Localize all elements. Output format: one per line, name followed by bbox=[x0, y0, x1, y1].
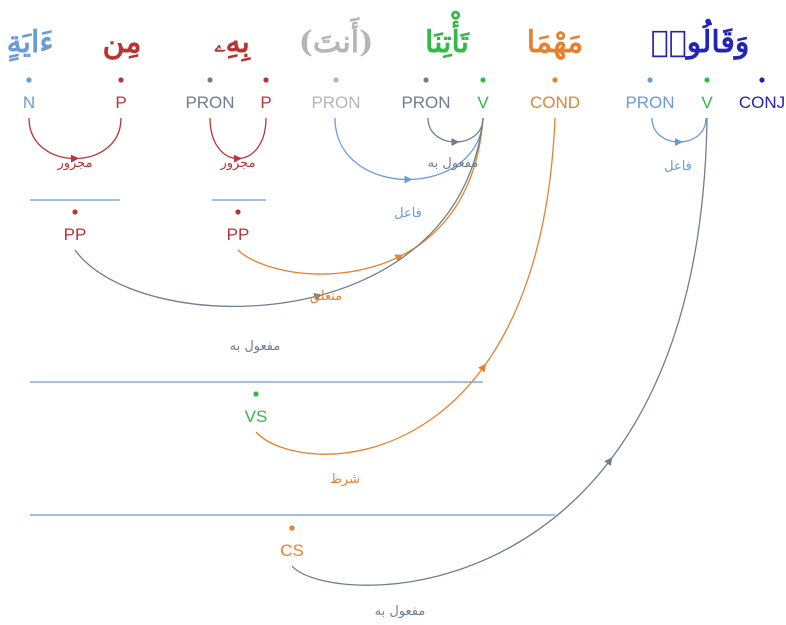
pos-tag-conj: CONJ bbox=[739, 93, 785, 112]
relation-label: مجرور bbox=[56, 156, 92, 171]
node-dot bbox=[118, 77, 124, 83]
node-dot bbox=[207, 77, 213, 83]
relation-label: شرط bbox=[330, 472, 360, 487]
word-3: تَأْتِنَا bbox=[425, 10, 471, 60]
word-2: مَهْمَا bbox=[527, 25, 583, 60]
relation-labels: فاعل مفعول به فاعل مجرور مجرور متعلق مفعول به ش… bbox=[56, 156, 691, 619]
relation-arc bbox=[255, 117, 556, 455]
pos-tag-v: V bbox=[477, 93, 489, 112]
word-6: مِن bbox=[103, 25, 142, 60]
word-4: (أَنتَ) bbox=[299, 17, 374, 60]
tag-row: CONJ V PRON COND V PRON PRON P PRON P N bbox=[23, 77, 785, 112]
relation-arc bbox=[74, 117, 484, 308]
node-dot bbox=[552, 77, 558, 83]
phrase-dot bbox=[253, 391, 259, 397]
arrow-head-icon bbox=[478, 363, 487, 373]
pos-tag-p: P bbox=[260, 93, 271, 112]
phrase-tag-pp: PP bbox=[227, 225, 250, 244]
relation-arc bbox=[427, 117, 484, 143]
pos-tag-cond: COND bbox=[530, 93, 580, 112]
relation-arc bbox=[28, 117, 122, 159]
pos-tag-v: V bbox=[701, 93, 713, 112]
phrase-tag-cs: CS bbox=[280, 541, 304, 560]
word-5: بِهِۦ bbox=[214, 25, 251, 62]
relation-label: مفعول به bbox=[428, 156, 479, 171]
relation-arc bbox=[651, 117, 707, 143]
arrow-head-icon bbox=[233, 154, 242, 163]
relation-arc bbox=[291, 117, 708, 586]
word-row: وَقَالُوا۟ مَهْمَا تَأْتِنَا (أَنتَ) بِهِۦ مِ… bbox=[7, 10, 750, 62]
node-dot bbox=[704, 77, 710, 83]
relation-arcs bbox=[28, 117, 708, 586]
phrase-dot bbox=[289, 525, 295, 531]
node-dot bbox=[333, 77, 339, 83]
relation-label: فاعل bbox=[664, 159, 692, 174]
relation-label: مفعول به bbox=[375, 604, 426, 619]
pos-tag-pron: PRON bbox=[625, 93, 674, 112]
arrow-head-icon bbox=[394, 254, 404, 262]
node-dot bbox=[480, 77, 486, 83]
pos-tag-pron: PRON bbox=[185, 93, 234, 112]
relation-label: مفعول به bbox=[230, 339, 281, 354]
node-dot bbox=[423, 77, 429, 83]
arrow-head-icon bbox=[70, 154, 79, 163]
arrow-head-icon bbox=[313, 292, 323, 301]
node-dot bbox=[263, 77, 269, 83]
phrase-dot bbox=[235, 209, 241, 215]
phrase-dot bbox=[72, 209, 78, 215]
relation-label: متعلق bbox=[310, 289, 342, 304]
node-dot bbox=[26, 77, 32, 83]
pos-tag-pron: PRON bbox=[401, 93, 450, 112]
phrase-tag-vs: VS bbox=[245, 407, 268, 426]
arrow-head-icon bbox=[604, 457, 613, 467]
node-dot bbox=[759, 77, 765, 83]
word-7: ءَايَةٍ bbox=[7, 25, 54, 62]
pos-tag-n: N bbox=[23, 93, 35, 112]
relation-label: مجرور bbox=[219, 156, 255, 171]
arrow-head-icon bbox=[404, 175, 413, 184]
relation-arc bbox=[209, 117, 267, 159]
arrow-head-icon bbox=[451, 138, 460, 147]
word-1: وَقَالُوا۟ bbox=[651, 18, 750, 60]
phrase-spans bbox=[30, 199, 555, 516]
phrase-nodes: PP PP VS CS bbox=[64, 209, 304, 560]
node-dot bbox=[647, 77, 653, 83]
pos-tag-pron: PRON bbox=[311, 93, 360, 112]
relation-arc bbox=[237, 117, 484, 275]
phrase-tag-pp: PP bbox=[64, 225, 87, 244]
pos-tag-p: P bbox=[115, 93, 126, 112]
arrow-head-icon bbox=[674, 138, 683, 147]
relation-label: فاعل bbox=[394, 206, 422, 221]
